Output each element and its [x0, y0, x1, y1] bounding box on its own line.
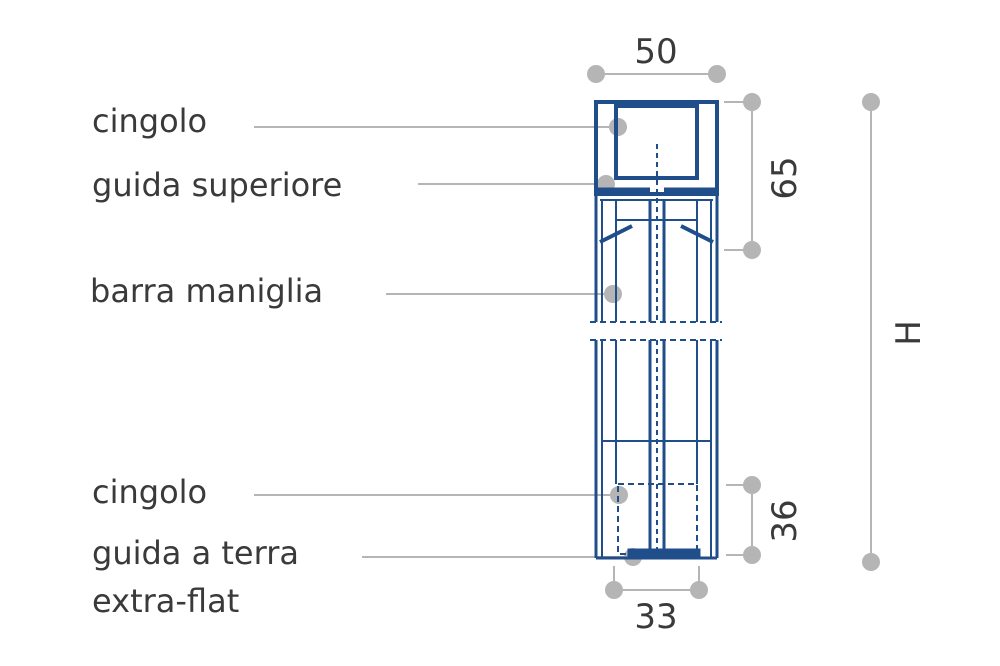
dim-dot-top-width-left — [587, 65, 605, 83]
dimension-lines — [587, 65, 880, 599]
leader-dot-bottom-belt — [610, 486, 628, 504]
dim-dot-33-right — [690, 581, 708, 599]
bottom-belt-profile — [617, 483, 698, 555]
leader-dot-handle-bar — [604, 285, 622, 303]
dim-label-top-width: 50 — [634, 32, 677, 72]
dim-dot-36-bottom — [743, 546, 761, 564]
label-bottom-belt: cingolo — [92, 473, 207, 511]
door-profile-section — [590, 100, 722, 560]
seal-left — [599, 224, 633, 244]
dim-dot-top-width-right — [708, 65, 726, 83]
dim-dot-65-top — [743, 93, 761, 111]
dim-dot-h-top — [862, 93, 880, 111]
label-top-guide: guida superiore — [92, 166, 342, 204]
dim-dot-36-top — [743, 476, 761, 494]
label-floor-guide: guida a terra — [92, 534, 299, 572]
label-top-belt: cingolo — [92, 102, 207, 140]
label-floor-guide-extra-flat: extra-flat — [92, 582, 239, 620]
dim-label-bottom-height: 36 — [765, 499, 805, 542]
dim-label-top-height: 65 — [765, 156, 805, 199]
label-handle-bar: barra maniglia — [90, 272, 323, 310]
dim-label-bottom-width: 33 — [634, 597, 677, 637]
dim-dot-33-left — [605, 581, 623, 599]
dim-label-overall-height: H — [889, 320, 929, 346]
dim-dot-h-bottom — [862, 553, 880, 571]
dim-dot-65-bottom — [743, 241, 761, 259]
seal-right — [680, 224, 714, 244]
top-belt-inner — [614, 104, 699, 180]
